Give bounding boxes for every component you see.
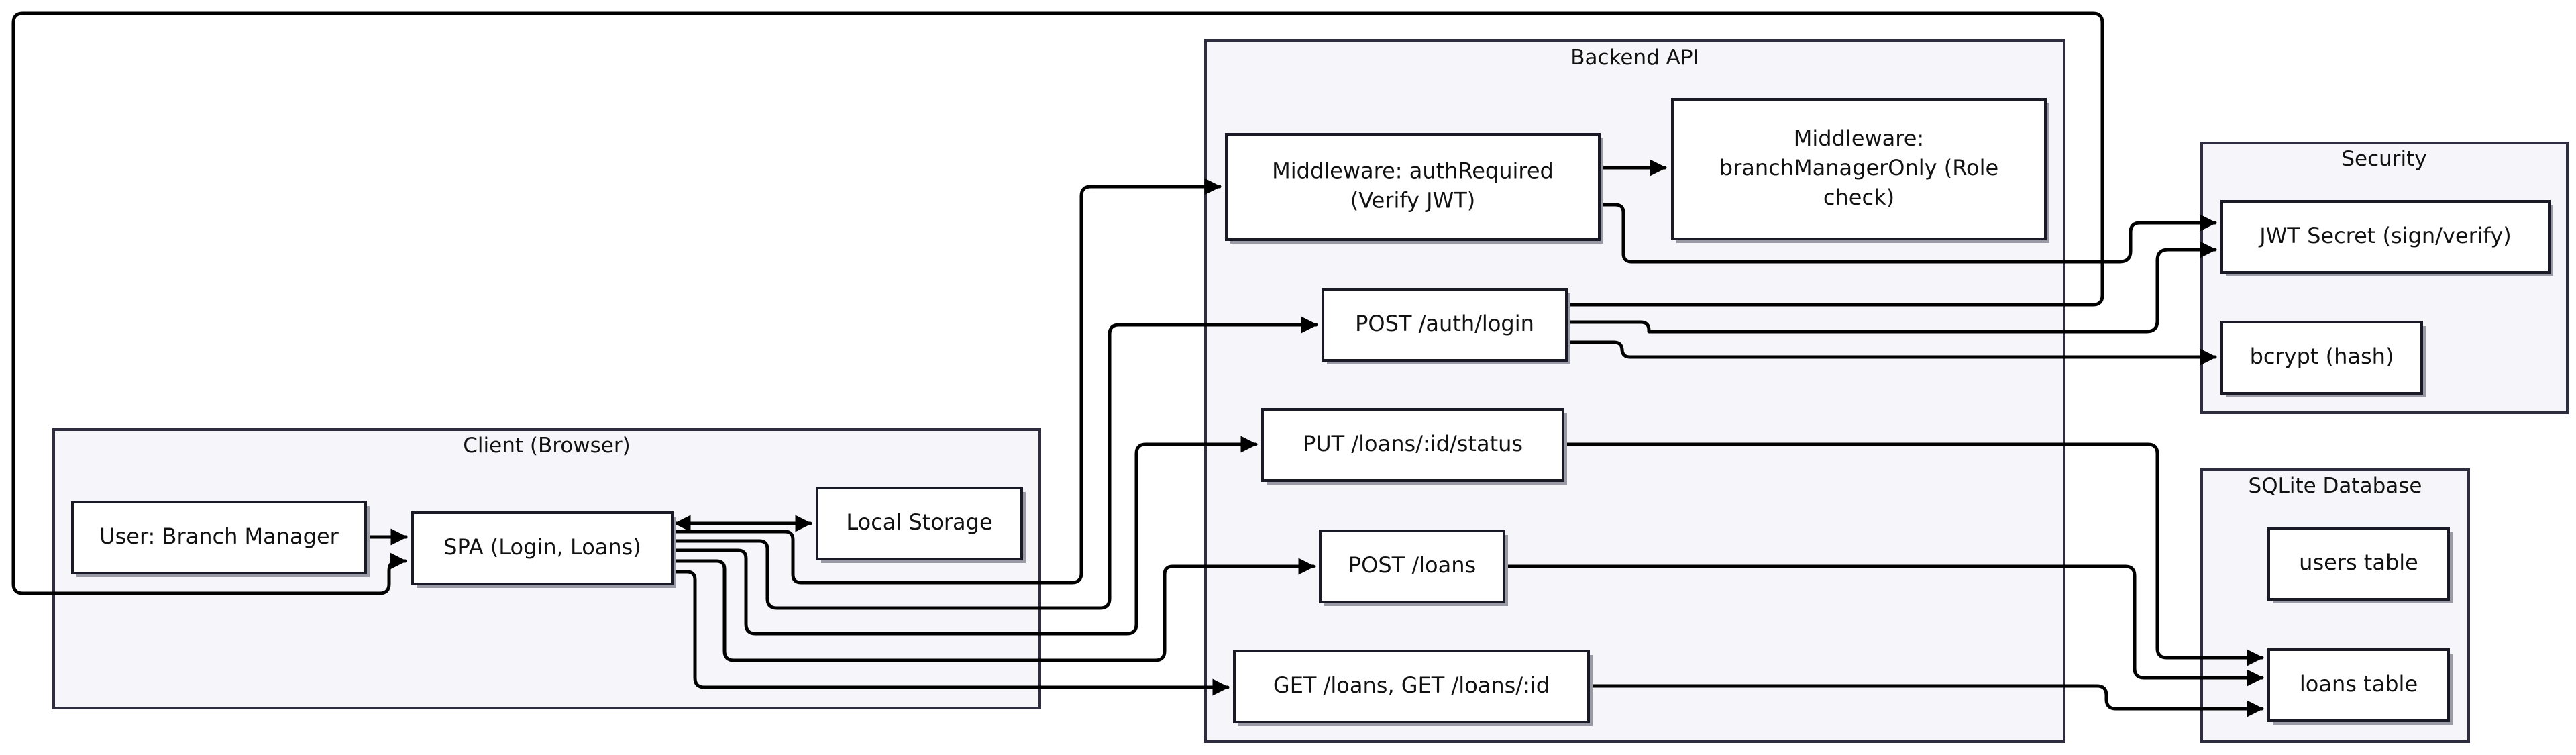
node-jwt-secret: JWT Secret (sign/verify) xyxy=(2220,200,2553,276)
edge-spa-to-post-loans xyxy=(670,558,1316,662)
node-user-branch-manager: User: Branch Manager xyxy=(71,501,370,577)
node-box xyxy=(816,487,1023,560)
node-label-line: PUT /loans/:id/status xyxy=(1303,431,1523,456)
node-label-line: bcrypt (hash) xyxy=(2250,344,2394,369)
node-label-line: POST /auth/login xyxy=(1355,311,1534,336)
node-spa: SPA (Login, Loans) xyxy=(411,511,676,588)
group-title-backend: Backend API xyxy=(1570,46,1699,70)
edge-get-loans-to-loans-table xyxy=(1587,684,2264,717)
node-box xyxy=(1225,133,1601,241)
node-put-loans-status: PUT /loans/:id/status xyxy=(1261,408,1567,485)
edge-post-loans-to-loans-table xyxy=(1502,564,2264,687)
node-box xyxy=(1261,408,1564,482)
node-box xyxy=(411,511,674,585)
edge-post-auth-login-to-bcrypt xyxy=(1564,340,2217,366)
node-users-table: users table xyxy=(2267,527,2453,603)
edge-put-loans-status-to-loans-table xyxy=(1561,442,2264,666)
nodes-layer: User: Branch Manager SPA (Login, Loans) … xyxy=(71,98,2553,726)
node-bcrypt: bcrypt (hash) xyxy=(2220,321,2426,397)
node-box xyxy=(2267,648,2450,722)
node-box xyxy=(1319,530,1505,603)
node-box xyxy=(71,501,367,574)
node-box xyxy=(2220,200,2551,274)
edges-layer xyxy=(11,11,2264,717)
node-middleware-branch-manager-only: Middleware: branchManagerOnly (Role check) xyxy=(1671,98,2049,243)
node-label-line: users table xyxy=(2299,550,2418,575)
edge-spa-to-auth-required xyxy=(670,178,1222,585)
node-loans-table: loans table xyxy=(2267,648,2453,725)
node-get-loans: GET /loans, GET /loans/:id xyxy=(1233,650,1593,726)
node-box xyxy=(1671,98,2047,240)
edge-post-auth-login-to-spa xyxy=(11,11,2104,595)
node-label-line: (Verify JWT) xyxy=(1350,188,1476,213)
node-label-line: SPA (Login, Loans) xyxy=(443,534,641,560)
node-label-line: GET /loans, GET /loans/:id xyxy=(1273,672,1550,698)
group-title-sqlite: SQLite Database xyxy=(2249,474,2422,498)
node-box xyxy=(2267,527,2450,601)
node-post-loans: POST /loans xyxy=(1319,530,1508,606)
node-box xyxy=(1233,650,1590,723)
edge-post-auth-login-to-jwt-secret xyxy=(1564,241,2217,334)
node-local-storage: Local Storage xyxy=(816,487,1026,563)
node-label-line: branchManagerOnly (Role xyxy=(1719,155,1998,181)
group-title-security: Security xyxy=(2341,147,2426,171)
edge-spa-to-get-loans xyxy=(670,570,1230,696)
node-label-line: Middleware: xyxy=(1794,125,1924,151)
node-label-line: loans table xyxy=(2300,671,2418,697)
node-label-line: Local Storage xyxy=(846,509,992,535)
group-title-client: Client (Browser) xyxy=(463,434,630,458)
node-box xyxy=(2220,321,2423,395)
edge-spa-to-post-auth-login xyxy=(670,316,1318,610)
node-label-line: JWT Secret (sign/verify) xyxy=(2258,223,2511,248)
node-label-line: Middleware: authRequired xyxy=(1272,158,1554,184)
node-middleware-auth-required: Middleware: authRequired (Verify JWT) xyxy=(1225,133,1603,244)
edge-spa-to-put-loans-status xyxy=(670,436,1258,636)
edge-auth-required-to-jwt-secret xyxy=(1597,203,2217,264)
node-label-line: check) xyxy=(1823,185,1894,210)
node-post-auth-login: POST /auth/login xyxy=(1322,288,1570,364)
node-label-line: User: Branch Manager xyxy=(99,523,339,549)
node-box xyxy=(1322,288,1568,362)
node-label-line: POST /loans xyxy=(1348,552,1476,578)
